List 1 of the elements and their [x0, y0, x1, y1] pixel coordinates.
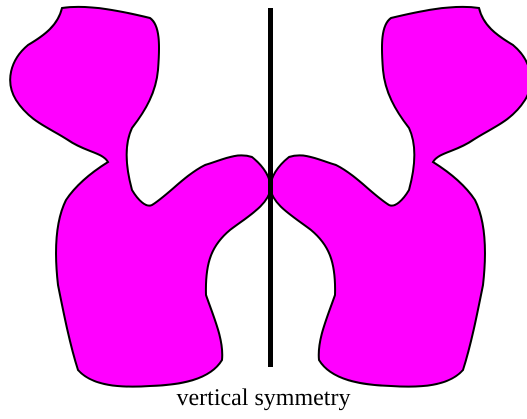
- caption: vertical symmetry: [176, 384, 350, 412]
